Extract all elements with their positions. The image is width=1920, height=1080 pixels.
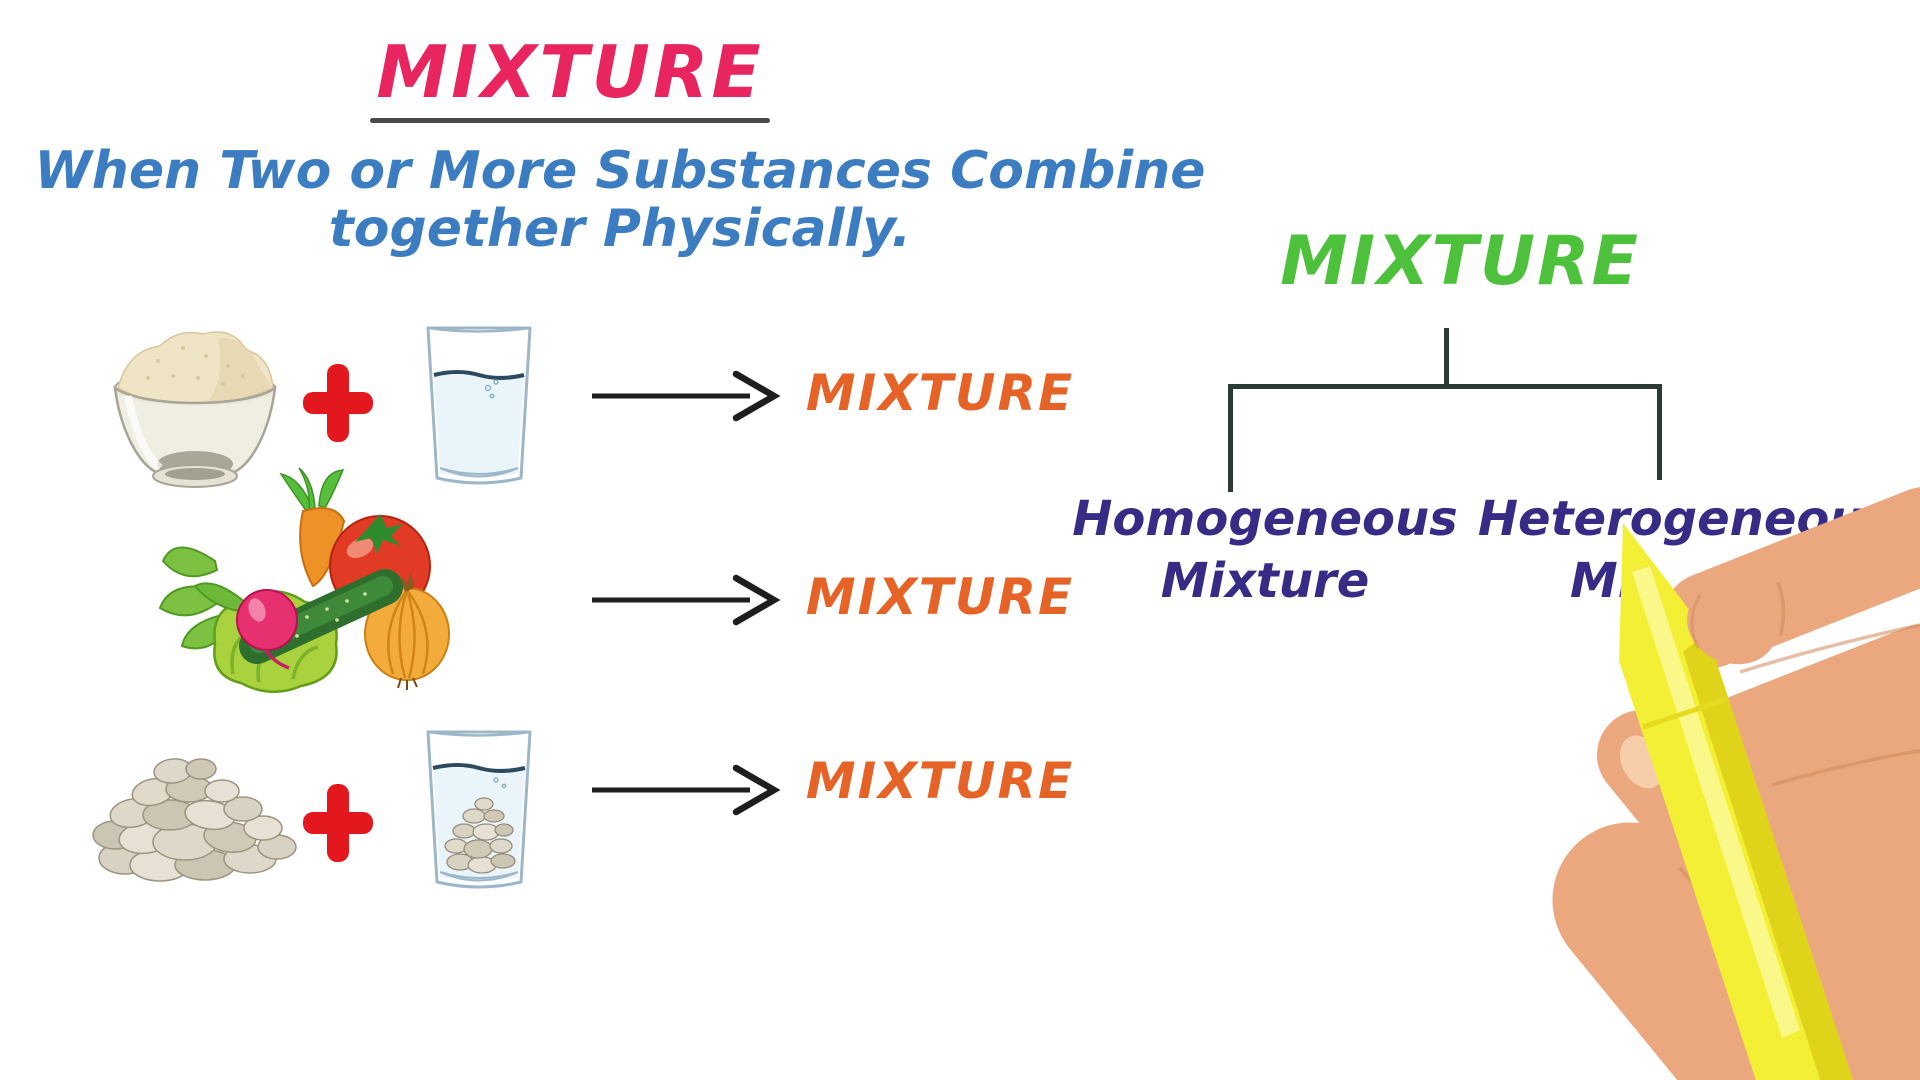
sugar-bowl-icon <box>98 316 293 495</box>
classification-root-title: MIXTURE <box>1280 222 1640 301</box>
branch-homogeneous-line1: Homogeneous <box>1072 491 1458 547</box>
mixture-result-1: MIXTURE <box>805 364 1075 422</box>
page-title: MIXTURE <box>376 30 764 114</box>
pebbles-in-water-glass-icon <box>418 724 540 898</box>
arrow-icon <box>588 572 788 632</box>
definition-line1: When Two or More Substances Combine <box>34 141 1206 201</box>
branch-homogeneous-line2: Mixture <box>1160 553 1370 610</box>
definition-block: When Two or More Substances Combine toge… <box>0 141 1240 260</box>
mixture-result-3: MIXTURE <box>805 752 1075 810</box>
pebbles-icon <box>85 736 300 892</box>
mixture-tree-left-leg <box>1228 384 1233 492</box>
arrow-icon <box>588 368 788 428</box>
branch-homogeneous: Homogeneous Mixture <box>1040 488 1490 613</box>
vegetables-icon <box>155 466 455 708</box>
title-block: MIXTURE <box>0 30 1140 123</box>
mixture-result-2: MIXTURE <box>805 568 1075 626</box>
mixture-tree-stem <box>1444 328 1449 386</box>
plus-icon <box>298 358 378 448</box>
title-underline <box>370 118 770 123</box>
hand-holding-marker <box>1380 420 1920 1080</box>
water-glass-icon <box>418 320 540 494</box>
marker-pen-icon <box>1619 523 1853 1080</box>
plus-icon <box>298 778 378 868</box>
mixture-tree-right-leg <box>1657 384 1662 480</box>
mixture-tree-bar <box>1228 384 1662 389</box>
arrow-icon <box>588 762 788 822</box>
definition-line2: together Physically. <box>328 199 912 260</box>
